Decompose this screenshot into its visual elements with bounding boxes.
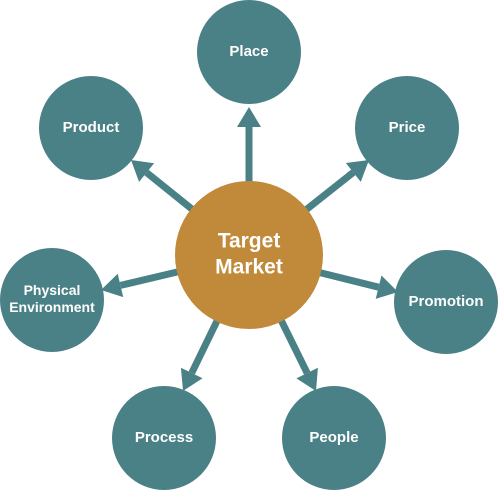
arrow-shaft-price [301,169,356,215]
node-label-physical-environment: Physical [24,282,81,298]
node-circle-physical-environment [0,248,104,352]
arrow-head-physical-environment [101,273,124,298]
center-label: Target [218,230,281,253]
node-product: Product [39,76,143,180]
node-promotion: Promotion [394,250,498,354]
node-label-promotion: Promotion [409,293,484,310]
node-label-price: Price [389,119,426,136]
node-circle-people [282,386,386,490]
arrow-shaft-physical-environment [119,267,182,289]
node-circle-product [39,76,143,180]
center-circle [175,181,323,329]
arrow-head-place [237,107,261,127]
arrow-head-product [131,160,155,182]
node-price: Price [355,76,459,180]
node-circle-promotion [394,250,498,354]
node-label-people: People [309,429,358,446]
node-place: Place [197,0,301,104]
arrow-head-process [180,367,203,391]
arrow-head-price [345,160,369,182]
arrow-shaft-process [188,316,222,375]
node-circle-price [355,76,459,180]
node-label-place: Place [229,43,268,60]
arrow-head-promotion [375,275,398,299]
node-people: People [282,386,386,490]
arrows-layer [101,107,398,391]
node-label-product: Product [63,119,120,136]
arrow-shaft-product [144,169,197,214]
arrow-shaft-promotion [316,268,380,291]
arrow-shaft-people [276,316,311,375]
node-circle-process [112,386,216,490]
node-label-process: Process [135,429,193,446]
center-label: Market [215,256,283,279]
node-circle-place [197,0,301,104]
node-process: Process [112,386,216,490]
arrow-head-people [296,367,318,391]
node-label-physical-environment: Environment [9,299,95,315]
